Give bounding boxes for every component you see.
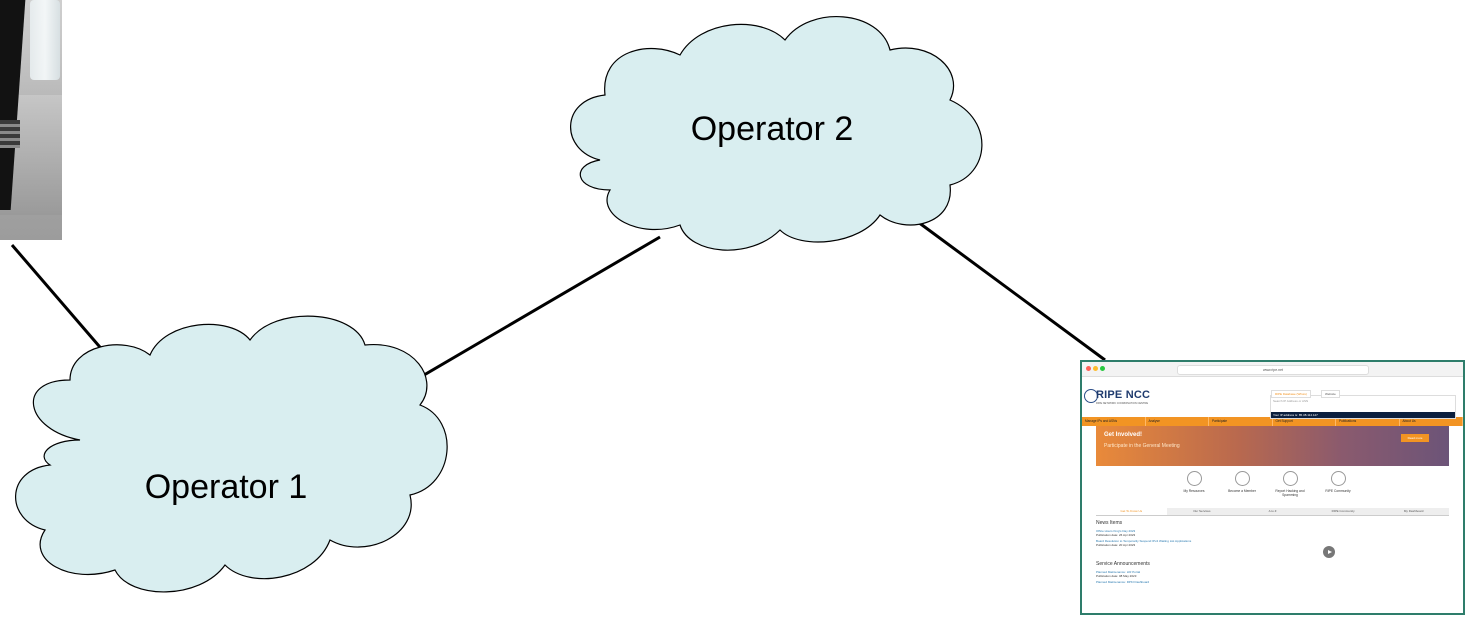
quick-link: Report Hacking and Spamming (1270, 471, 1310, 497)
link-operator1-operator2 (394, 235, 661, 394)
news-link: Board Resolution to Temporarily Suspend … (1096, 539, 1192, 543)
tab: Get To Know Us (1096, 508, 1167, 515)
shield-icon (1282, 471, 1298, 486)
maximize-dot-icon (1100, 366, 1105, 371)
content-tabs: Get To Know Us Our Services A to Z RIPE … (1096, 508, 1449, 516)
member-icon (1234, 471, 1250, 486)
laptop-keyboard (0, 120, 20, 148)
water-bottle (30, 0, 60, 80)
website-tab: Website (1321, 390, 1340, 398)
ripe-logo-icon (1084, 389, 1098, 403)
promo-banner: Get Involved! Participate in the General… (1096, 426, 1449, 466)
operator-1-label: Operator 1 (145, 468, 308, 506)
tab: My Dashboard (1378, 508, 1449, 515)
close-dot-icon (1086, 366, 1091, 371)
ip-label: Your IP address is: (1273, 413, 1299, 417)
service-date: Publication date: 08 May 2023 (1096, 574, 1137, 578)
tab: RIPE Community (1307, 508, 1379, 515)
play-icon (1323, 546, 1335, 558)
quick-links: My Resources Become a Member Report Hack… (1082, 466, 1463, 508)
laptop-photo (0, 0, 62, 240)
quick-link: My Resources (1174, 471, 1214, 493)
ip-value: 85.38.114.127 (1298, 413, 1318, 417)
url-bar: www.ripe.net (1177, 365, 1369, 375)
service-link: Planned Maintenance: LIR Portal (1096, 570, 1141, 574)
nav-item: Publications (1336, 417, 1400, 426)
news-panel: News Items Office Hours King's Day 2023 … (1096, 518, 1208, 584)
site-header: RIPE NCC RIPE NETWORK COORDINATION CENTR… (1082, 377, 1463, 419)
banner-button: Read more (1401, 434, 1429, 442)
operator-2-cloud: Operator 2 (570, 16, 983, 251)
browser-toolbar: www.ripe.net (1082, 362, 1463, 377)
site-logo-subtitle: RIPE NETWORK COORDINATION CENTRE (1096, 402, 1149, 405)
banner-subtitle: Participate in the General Meeting (1104, 443, 1180, 449)
link-operator2-browser (917, 220, 1106, 362)
community-icon (1330, 471, 1346, 486)
news-heading: News Items (1096, 520, 1123, 526)
nav-item: About Us (1400, 417, 1463, 426)
ip-address-line: Your IP address is: 85.38.114.127 (1271, 412, 1455, 418)
operator-1-cloud: Operator 1 (15, 315, 448, 593)
database-tab: RIPE Database (Whois) (1271, 390, 1311, 398)
tab: A to Z (1237, 508, 1308, 515)
nav-item: Participate (1209, 417, 1273, 426)
search-placeholder: Search IP Address or ASN (1273, 399, 1309, 403)
nav-item: Analyse (1146, 417, 1209, 426)
quick-link: Become a Member (1222, 471, 1262, 493)
news-date: Publication date: 26 Apr 2023 (1096, 533, 1136, 537)
nav-item: Manage IPs and ASNs (1082, 417, 1146, 426)
banner-title: Get Involved! (1104, 432, 1143, 438)
news-link: Office Hours King's Day 2023 (1096, 529, 1136, 533)
tab-content: News Items Office Hours King's Day 2023 … (1096, 516, 1449, 609)
site-nav: Manage IPs and ASNs Analyse Participate … (1082, 417, 1463, 426)
gear-icon (1186, 471, 1202, 486)
quick-link: RIPE Community (1318, 471, 1358, 493)
browser-screenshot: www.ripe.net RIPE NCC RIPE NETWORK COORD… (1080, 360, 1465, 615)
operator-2-label: Operator 2 (691, 110, 854, 148)
news-date: Publication date: 20 Apr 2023 (1096, 543, 1136, 547)
site-logo: RIPE NCC (1096, 389, 1151, 401)
database-search-box: RIPE Database (Whois) Website Search IP … (1270, 390, 1456, 419)
tab: Our Services (1166, 508, 1238, 515)
nav-item: Get Support (1273, 417, 1336, 426)
minimize-dot-icon (1093, 366, 1098, 371)
service-heading: Service Announcements (1096, 561, 1150, 567)
service-link: Planned Maintenance: RPKI Dashboard (1096, 580, 1150, 584)
